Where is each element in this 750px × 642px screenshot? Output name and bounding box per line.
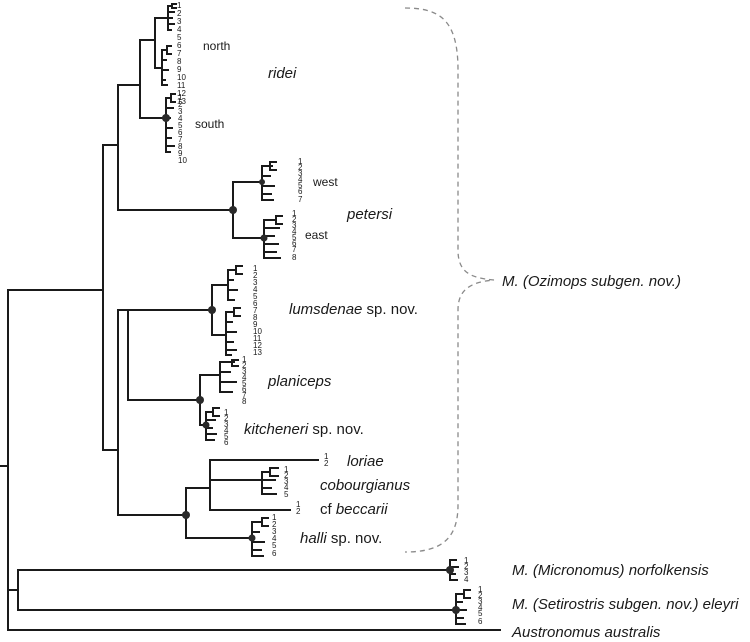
lumsdenae-clade xyxy=(208,265,243,356)
population-label-south: south xyxy=(195,117,224,131)
taxon-label-ridei: ridei xyxy=(268,65,297,82)
clade-label-ozimops: M. (Ozimops subgen. nov.) xyxy=(502,273,681,290)
tip-numbers-petersi-east: 1 2 3 4 5 6 7 8 xyxy=(292,209,299,262)
taxon-label-cobourgianus: cobourgianus xyxy=(320,477,411,494)
tip-numbers-loriae: 1 2 xyxy=(324,452,331,468)
loriae-group xyxy=(182,459,319,557)
tip-numbers-eleyri: 1 2 3 4 5 6 xyxy=(478,585,485,626)
tip-numbers-norfolkensis: 1 2 3 4 xyxy=(464,556,471,584)
tip-numbers-ridei-south: 1 2 3 4 5 6 7 8 9 10 xyxy=(178,93,187,165)
taxon-label-petersi: petersi xyxy=(346,206,393,223)
taxon-label-norfolkensis: M. (Micronomus) norfolkensis xyxy=(512,562,709,579)
population-label-north: north xyxy=(203,39,230,53)
ozimops-brace xyxy=(404,7,495,553)
taxon-label-lumsdenae: lumsdenae sp. nov. xyxy=(289,301,418,318)
planiceps-clade xyxy=(196,359,239,426)
tip-numbers-cobourgianus: 1 2 3 4 5 xyxy=(284,465,291,499)
outgroup-tips xyxy=(446,559,471,625)
taxon-label-cf-beccarii: cf beccarii xyxy=(320,501,388,518)
population-label-west: west xyxy=(312,175,338,189)
tip-numbers-kitcheneri: 1 2 3 4 5 6 xyxy=(224,408,231,447)
tip-numbers-lumsdenae: 1 2 3 4 5 6 7 8 9 10 11 12 13 xyxy=(253,264,264,357)
taxon-label-halli: halli sp. nov. xyxy=(300,530,382,547)
ozimops-backbone xyxy=(102,84,234,516)
taxon-label-loriae: loriae xyxy=(347,453,384,470)
taxon-label-eleyri: M. (Setirostris subgen. nov.) eleyri xyxy=(512,596,739,613)
petersi-clade xyxy=(229,161,283,259)
tip-numbers-petersi-west: 1 2 3 4 5 6 7 xyxy=(298,157,305,204)
ridei-clade xyxy=(139,3,177,153)
population-label-east: east xyxy=(305,228,328,242)
tip-numbers-halli: 1 2 3 4 5 6 xyxy=(272,513,279,558)
taxon-label-planiceps: planiceps xyxy=(267,373,332,390)
basal-branches xyxy=(0,289,501,631)
tip-numbers-beccarii: 1 2 xyxy=(296,500,303,516)
taxon-label-austronomus: Austronomus australis xyxy=(511,624,661,641)
tip-numbers-planiceps: 1 2 3 4 5 6 7 8 xyxy=(242,355,249,406)
taxon-label-kitcheneri: kitcheneri sp. nov. xyxy=(244,421,364,438)
tip-numbers-ridei-north: 1 2 3 4 5 6 7 8 9 10 11 12 13 xyxy=(177,1,188,106)
kitcheneri-clade xyxy=(199,407,220,441)
